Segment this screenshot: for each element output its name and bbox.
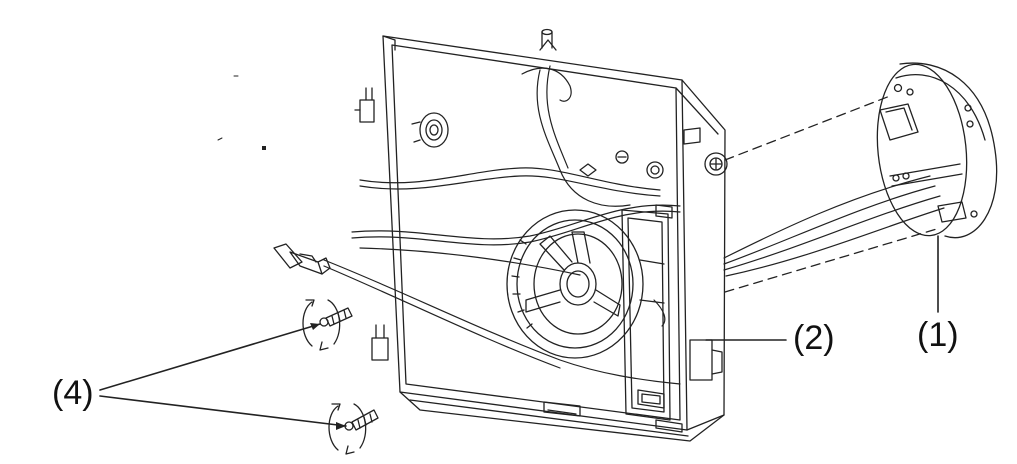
plug-connector bbox=[273, 243, 331, 275]
wires bbox=[323, 65, 945, 385]
callout-label-2: (2) bbox=[793, 319, 835, 357]
screw-upper bbox=[302, 299, 353, 351]
callout-label-1: (1) bbox=[917, 316, 959, 354]
mounting-plate bbox=[876, 62, 998, 239]
housing-box bbox=[354, 28, 728, 442]
cable-grommet bbox=[411, 112, 449, 148]
leader-lines bbox=[99, 235, 939, 427]
terminal-screws bbox=[579, 150, 664, 179]
callout-label-4: (4) bbox=[52, 374, 94, 412]
projection-lines bbox=[724, 95, 941, 293]
fan-motor bbox=[506, 204, 673, 421]
screw-lower bbox=[328, 403, 379, 455]
leader-arrowheads bbox=[310, 323, 346, 430]
